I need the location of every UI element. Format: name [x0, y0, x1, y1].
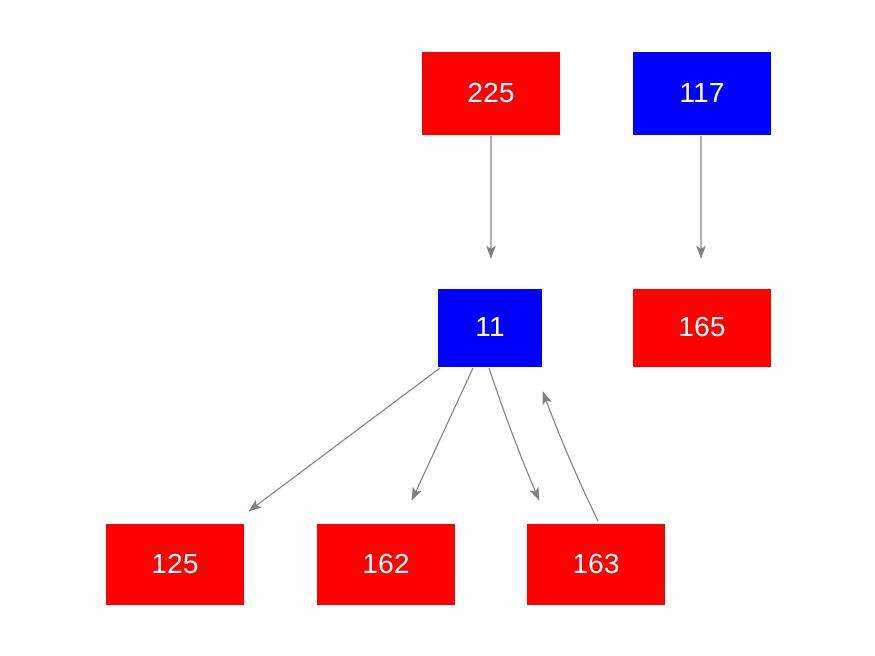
edge-11-to-163	[488, 367, 540, 501]
node-125[interactable]: 125	[106, 524, 244, 605]
node-label-163: 163	[572, 547, 620, 579]
node-label-162: 162	[362, 547, 410, 579]
edge-11-to-125	[248, 367, 441, 512]
node-163[interactable]: 163	[527, 524, 665, 605]
node-label-225: 225	[467, 76, 515, 108]
node-162[interactable]: 162	[317, 524, 455, 605]
node-label-165: 165	[678, 311, 726, 342]
node-117[interactable]: 117	[633, 52, 771, 135]
node-label-125: 125	[151, 547, 199, 579]
node-11[interactable]: 11	[438, 289, 542, 367]
node-225[interactable]: 225	[422, 52, 560, 135]
node-label-117: 117	[679, 76, 725, 108]
edge-163-to-11	[542, 391, 599, 522]
edge-11-to-162	[411, 367, 474, 501]
node-165[interactable]: 165	[633, 289, 771, 367]
node-label-11: 11	[475, 311, 505, 342]
